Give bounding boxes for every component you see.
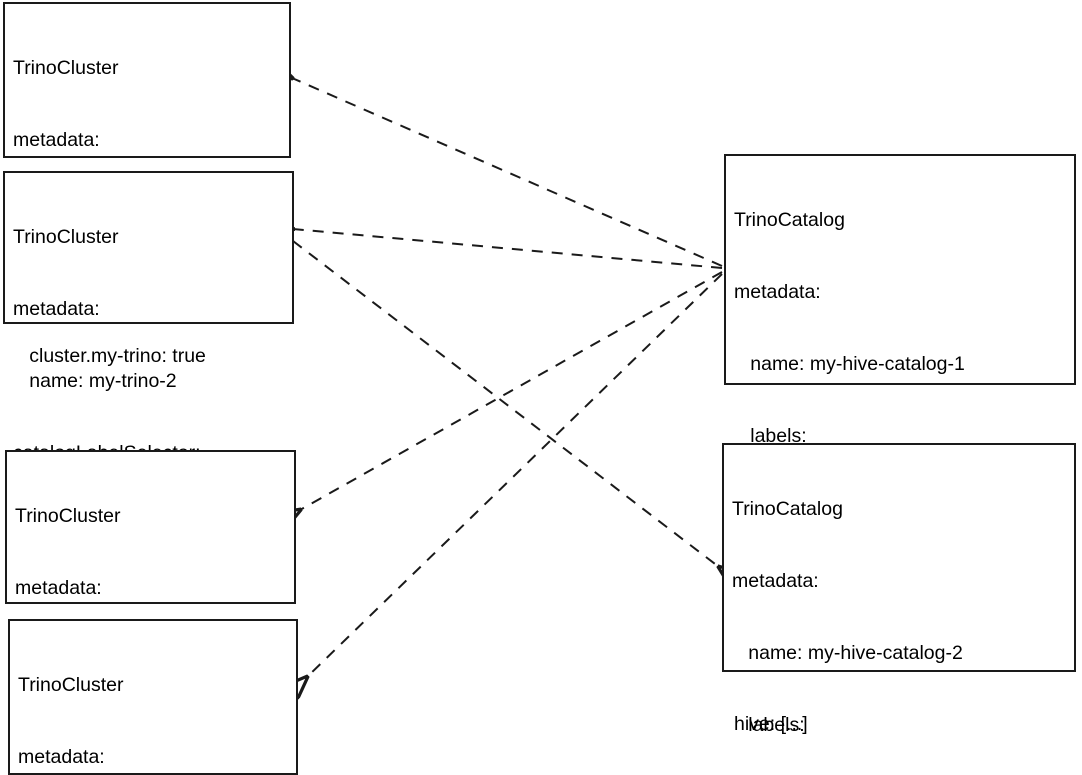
node-line: metadata: <box>18 746 105 768</box>
edge-catalog1-to-cluster-my-trino-blue <box>300 271 723 510</box>
edge-catalog1-to-cluster-my-trino-2 <box>293 229 723 269</box>
node-line: TrinoCluster <box>15 505 121 527</box>
node-line: hive: [...] <box>734 713 808 735</box>
node-line: name: my-trino-2 <box>13 370 177 392</box>
node-trinocluster-my-trino-green[interactable]: TrinoCluster metadata: name: my-trino-gr… <box>8 619 298 775</box>
node-trinocluster-my-trino-blue[interactable]: TrinoCluster metadata: name: my-trino-bl… <box>5 450 296 743</box>
node-line: labels: <box>734 425 807 447</box>
node-line: name: my-hive-catalog-2 <box>732 642 963 664</box>
node-line: labels: <box>732 714 805 736</box>
node-line: metadata: <box>13 129 100 151</box>
node-line: name: my-hive-catalog-1 <box>734 353 965 375</box>
node-line: TrinoCluster <box>18 674 124 696</box>
node-line: metadata: <box>15 577 102 599</box>
node-line: TrinoCluster <box>13 226 119 248</box>
node-line: cluster.my-trino: true <box>13 345 206 367</box>
node-line: metadata: <box>13 298 100 320</box>
node-line: TrinoCatalog <box>732 498 843 520</box>
node-line: metadata: <box>732 570 819 592</box>
node-body: TrinoCluster metadata: name: my-trino-gr… <box>18 625 292 775</box>
node-line: TrinoCatalog <box>734 209 845 231</box>
node-line: TrinoCluster <box>13 57 119 79</box>
node-body: TrinoCatalog metadata: name: my-hive-cat… <box>732 449 1070 775</box>
node-trinocatalog-my-hive-catalog-2[interactable]: TrinoCatalog metadata: name: my-hive-cat… <box>722 443 1076 736</box>
edge-catalog1-to-cluster-my-trino-green <box>307 273 723 677</box>
edge-catalog1-to-cluster-my-trino <box>292 78 723 267</box>
node-trinocluster-my-trino[interactable]: TrinoCluster metadata: name: my-trino ca… <box>3 2 291 367</box>
node-trinocatalog-my-hive-catalog-1[interactable]: TrinoCatalog metadata: name: my-hive-cat… <box>724 154 1076 735</box>
node-trinocluster-my-trino-2[interactable]: TrinoCluster metadata: name: my-trino-2 … <box>3 171 294 536</box>
node-line: metadata: <box>734 281 821 303</box>
edge-catalog2-to-cluster-my-trino-2 <box>293 241 719 567</box>
